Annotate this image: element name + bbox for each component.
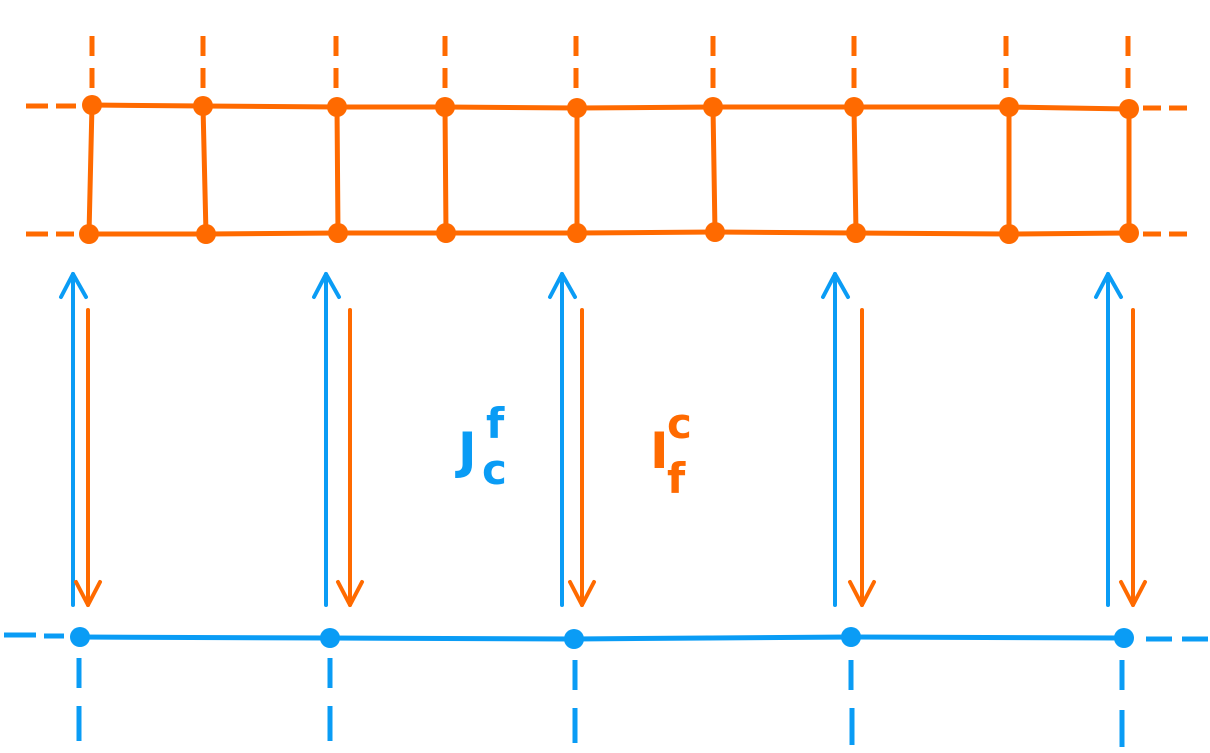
fine-grid-node: [436, 223, 456, 243]
fine-grid-vertical: [334, 104, 341, 236]
restriction-arrow: [848, 308, 876, 607]
coarse-grid-node: [841, 627, 861, 647]
fine-grid-top-line: [89, 102, 1132, 112]
fine-grid-node: [999, 97, 1019, 117]
restriction-arrow: [1119, 308, 1147, 607]
restriction-label-base: I: [650, 422, 669, 480]
prolongation-arrow: [548, 272, 577, 607]
fine-grid-node: [79, 224, 99, 244]
prolongation-label: J f c: [455, 399, 507, 494]
coarse-grid-node: [320, 628, 340, 648]
fine-grid: [26, 36, 1187, 244]
restriction-arrow: [336, 308, 364, 607]
prolongation-arrow: [59, 272, 88, 607]
fine-grid-node: [705, 222, 725, 242]
fine-grid-node: [567, 98, 587, 118]
fine-grid-vertical: [851, 104, 859, 236]
coarse-grid-nodes: [70, 627, 1134, 649]
fine-grid-node: [1119, 99, 1139, 119]
restriction-label: I c f: [650, 399, 692, 503]
fine-grid-node: [844, 97, 864, 117]
fine-grid-node: [846, 223, 866, 243]
coarse-grid: [4, 627, 1208, 747]
prolongation-arrow: [312, 272, 341, 607]
fine-grid-bottom-line: [86, 229, 1132, 237]
fine-grid-vertical: [200, 103, 209, 237]
coarse-grid-node: [1114, 628, 1134, 648]
prolongation-arrow: [821, 272, 850, 607]
coarse-grid-node: [70, 627, 90, 647]
fine-grid-upper-dashes: [89, 36, 1131, 88]
restriction-arrow: [568, 308, 596, 607]
coarse-grid-line: [77, 634, 1127, 642]
fine-grid-vertical: [86, 102, 95, 237]
fine-grid-node: [435, 97, 455, 117]
fine-grid-nodes: [79, 95, 1139, 244]
coarse-grid-node: [564, 629, 584, 649]
fine-grid-node: [1119, 223, 1139, 243]
restriction-arrow: [74, 308, 102, 607]
prolongation-label-subscript: c: [482, 445, 507, 494]
fine-grid-vertical: [442, 104, 449, 236]
coarse-grid-lower-dashes: [76, 658, 1125, 747]
fine-grid-node: [567, 223, 587, 243]
fine-grid-side-dashes: [26, 103, 1187, 237]
prolongation-label-superscript: f: [486, 399, 505, 448]
fine-grid-node: [999, 224, 1019, 244]
fine-grid-node: [703, 97, 723, 117]
fine-grid-vertical: [710, 104, 718, 235]
prolongation-label-base: J: [455, 422, 477, 480]
transfer-arrows: [59, 272, 1147, 607]
prolongation-arrow: [1094, 272, 1123, 607]
restriction-label-superscript: c: [667, 399, 692, 448]
fine-grid-node: [328, 223, 348, 243]
fine-grid-node: [327, 97, 347, 117]
restriction-label-subscript: f: [667, 454, 686, 503]
fine-grid-node: [196, 224, 216, 244]
fine-grid-node: [193, 96, 213, 116]
fine-grid-node: [82, 95, 102, 115]
